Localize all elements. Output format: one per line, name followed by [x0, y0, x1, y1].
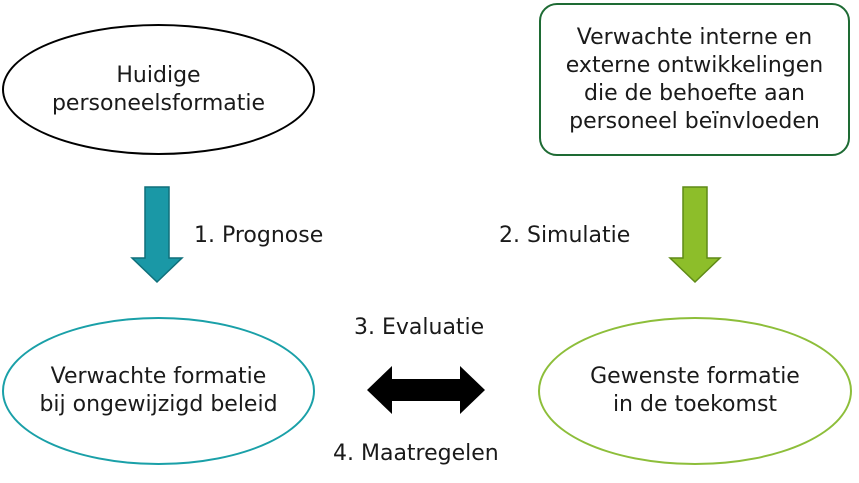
evaluation-double-arrow-icon [367, 366, 485, 414]
node-desired-formation-text: Gewenste formatie in de toekomst [590, 364, 800, 417]
prognose-arrow-icon [130, 186, 184, 284]
step-simulatie-label: 2. Simulatie [499, 223, 631, 248]
node-expected-formation-text: Verwachte formatie bij ongewijzigd belei… [39, 364, 278, 417]
node-expected-developments-text: Verwachte interne en externe ontwikkelin… [565, 24, 824, 134]
simulatie-arrow-icon [668, 186, 722, 284]
node-expected-developments: Verwachte interne en externe ontwikkelin… [539, 3, 850, 156]
node-expected-formation: Verwachte formatie bij ongewijzigd belei… [2, 317, 315, 465]
step-evaluatie-label: 3. Evaluatie [354, 315, 485, 340]
node-current-formation: Huidige personeelsformatie [2, 24, 315, 155]
node-current-formation-text: Huidige personeelsformatie [51, 62, 266, 116]
step-prognose-label: 1. Prognose [194, 223, 324, 248]
step-maatregelen-label: 4. Maatregelen [333, 441, 499, 466]
node-desired-formation: Gewenste formatie in de toekomst [538, 317, 852, 465]
